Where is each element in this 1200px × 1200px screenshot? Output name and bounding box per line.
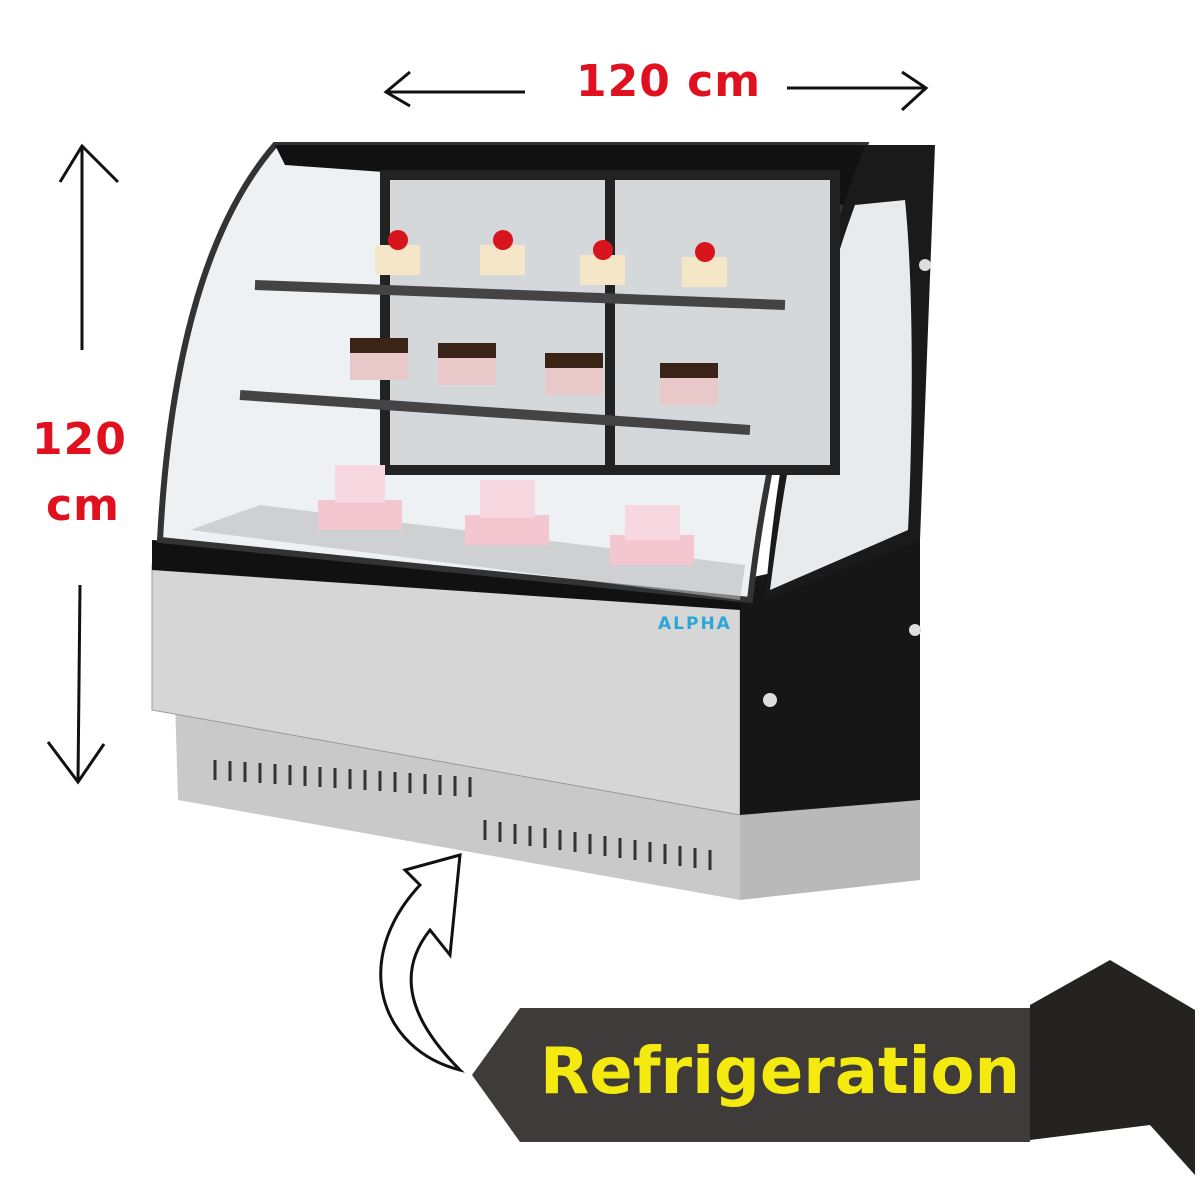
curved-arrow-icon	[379, 852, 465, 1073]
side-glass	[770, 200, 912, 590]
height-dimension-value: 120	[32, 414, 127, 465]
height-dimension-unit: cm	[46, 480, 120, 531]
cakes	[318, 230, 727, 565]
brand-logo: ALPHA	[658, 614, 732, 634]
width-arrows	[46, 70, 929, 785]
side-panel	[740, 540, 920, 815]
arrow-down-icon	[46, 584, 106, 785]
banner-label: Refrigeration	[540, 1035, 1021, 1109]
width-dimension-label: 120 cm	[576, 56, 762, 107]
arrow-left-icon	[383, 70, 525, 108]
shelves	[239, 280, 786, 435]
arrow-up-icon	[58, 143, 120, 350]
banner-ribbon	[472, 960, 1195, 1175]
arrow-right-icon	[787, 70, 929, 112]
vent-grille	[213, 760, 712, 870]
front-trim	[152, 540, 740, 610]
